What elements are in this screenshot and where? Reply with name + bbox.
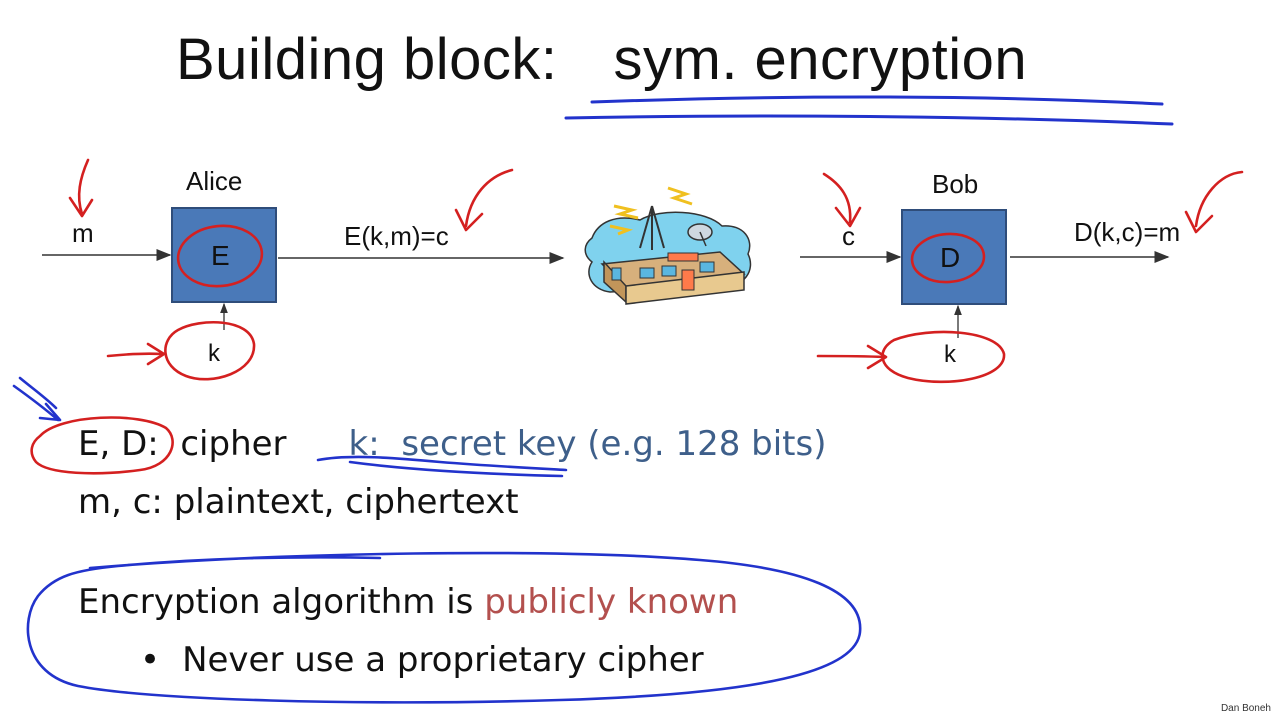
blue-loop-public-algorithm: [26, 551, 862, 704]
proprietary-cipher-bullet: • Never use a proprietary cipher: [140, 640, 704, 680]
alice-label: Alice: [186, 166, 243, 196]
alice-key-label: k: [208, 340, 220, 367]
channel-ciphertext-label: E(k,m)=c: [344, 221, 449, 251]
red-circle-cipher-term: [30, 416, 174, 475]
key-size-note: (e.g. 128 bits): [587, 424, 827, 464]
red-arrow-to-alice-key: [106, 342, 166, 366]
statement-highlight: publicly known: [484, 582, 739, 622]
bob-key-label: k: [944, 341, 956, 368]
cipher-definition: cipher: [180, 424, 287, 464]
blue-underline-secret-key: [316, 455, 568, 472]
title-part-building-block: Building block:: [176, 27, 558, 92]
encryption-box-letter: E: [211, 240, 230, 271]
title-part-sym-encryption: sym. encryption: [613, 27, 1028, 92]
ciphertext-input-label: c: [842, 221, 855, 251]
red-circle-decryption-box: [910, 232, 986, 284]
bob-label: Bob: [932, 169, 979, 199]
bullet-icon: •: [140, 640, 161, 680]
public-algorithm-statement: Encryption algorithm is publicly known: [78, 582, 738, 622]
title-underline-stroke-2: [564, 114, 1174, 126]
slide-title: Building block: sym. encryption: [176, 26, 1027, 93]
decryption-box-letter: D: [940, 242, 961, 273]
plaintext-input-label: m: [72, 218, 94, 248]
key-definition: secret key: [401, 424, 577, 464]
title-underline-stroke-1: [590, 95, 1164, 106]
cipher-term: E, D:: [78, 424, 159, 464]
decryption-box: [901, 209, 1007, 305]
statement-prefix: Encryption algorithm is: [78, 582, 474, 622]
bullet-text: Never use a proprietary cipher: [182, 640, 704, 680]
author-credit: Dan Boneh: [1220, 703, 1271, 714]
red-arrow-at-c: [822, 172, 862, 228]
red-circle-encryption-box: [176, 224, 264, 288]
blue-underline-secret-key-2: [348, 460, 564, 478]
red-arrow-at-output: [1184, 170, 1244, 234]
red-arrow-at-ciphertext: [454, 168, 514, 232]
red-arrow-to-bob-key: [816, 344, 888, 370]
decrypted-output-label: D(k,c)=m: [1074, 217, 1181, 247]
red-circle-bob-key: [881, 330, 1006, 384]
radio-station-building-icon: [584, 186, 752, 305]
blue-arrow-to-cipher: [12, 376, 62, 422]
definition-line-2: m, c: plaintext, ciphertext: [78, 482, 519, 522]
red-arrow-at-m: [68, 158, 94, 218]
red-circle-alice-key: [164, 321, 256, 381]
